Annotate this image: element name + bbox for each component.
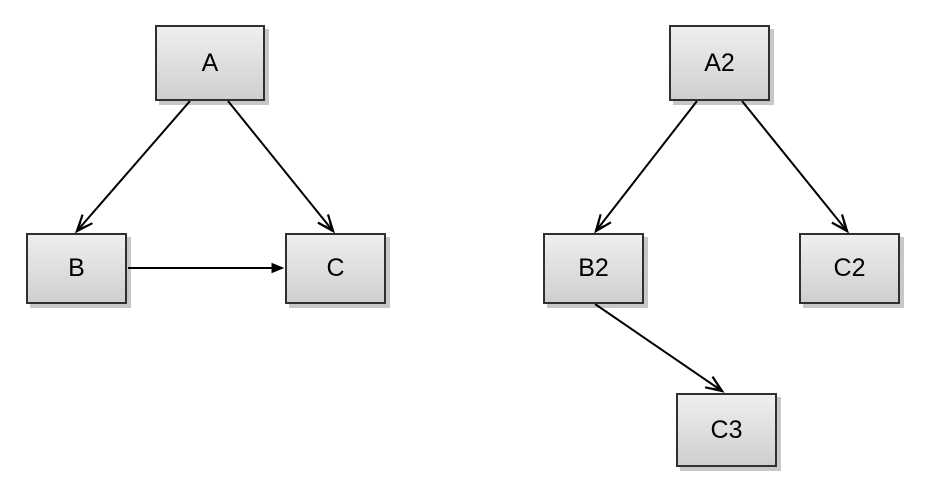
- node-label: C: [326, 254, 345, 282]
- edge-b-to-c: [128, 262, 285, 274]
- arrowhead-inner: [594, 221, 605, 234]
- edge-line: [596, 100, 698, 231]
- edge-line: [741, 100, 847, 231]
- edge-a-to-b: [74, 100, 191, 234]
- arrowhead: [594, 214, 612, 234]
- edge-line: [594, 303, 721, 391]
- edge-line: [227, 100, 333, 231]
- node-c3[interactable]: C3: [676, 393, 777, 467]
- node-label: C2: [833, 254, 866, 282]
- edge-a2-to-c2: [741, 100, 849, 234]
- node-b2[interactable]: B2: [543, 233, 644, 304]
- node-label: B2: [578, 254, 609, 282]
- arrowhead-inner: [324, 221, 335, 234]
- edge-a2-to-b2: [594, 100, 698, 234]
- arrowhead: [271, 262, 285, 274]
- arrowhead-inner: [838, 221, 849, 234]
- node-a2[interactable]: A2: [669, 25, 770, 101]
- node-label: C3: [710, 415, 743, 444]
- node-label: A: [201, 48, 219, 77]
- arrowhead: [831, 214, 849, 234]
- arrowhead: [704, 375, 725, 393]
- node-b[interactable]: B: [26, 233, 127, 304]
- node-c2[interactable]: C2: [799, 233, 900, 304]
- node-a[interactable]: A: [155, 25, 265, 101]
- edge-line: [77, 100, 191, 231]
- node-label: B: [68, 254, 85, 282]
- node-c[interactable]: C: [285, 233, 386, 304]
- arrowhead: [75, 214, 93, 234]
- node-label: A2: [704, 48, 735, 77]
- arrowhead-inner: [74, 221, 86, 234]
- arrowhead-inner: [712, 382, 725, 393]
- arrowhead: [317, 214, 335, 234]
- edge-b2-to-c3: [594, 303, 725, 393]
- edge-a-to-c: [227, 100, 335, 234]
